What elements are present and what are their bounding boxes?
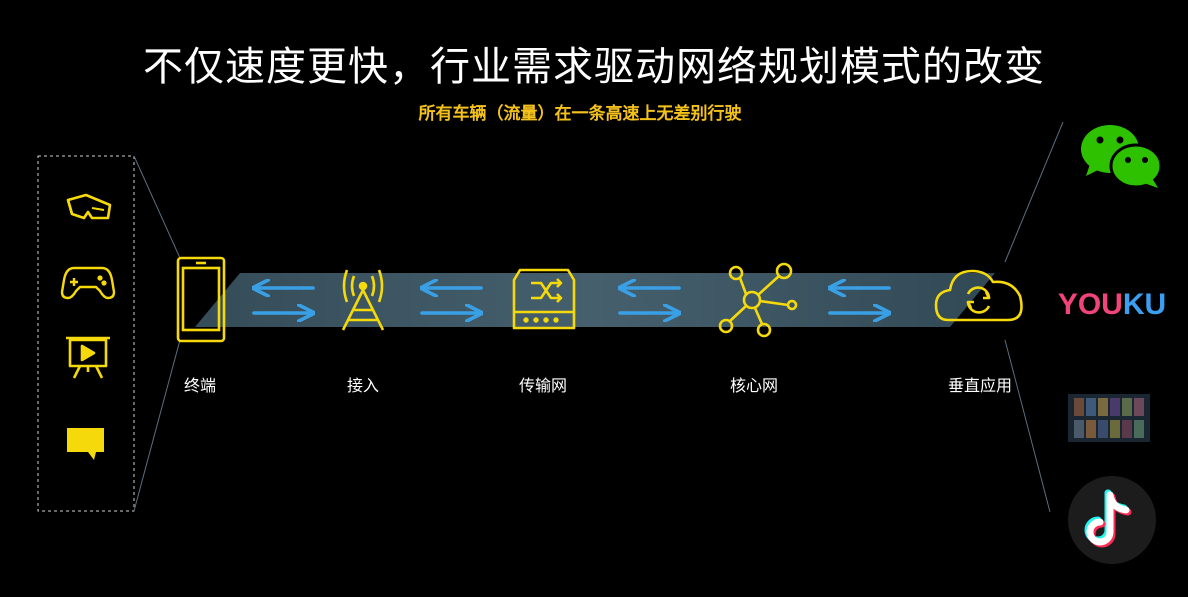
page-subtitle: 所有车辆（流量）在一条高速上无差别行驶 [418, 104, 742, 124]
stage-label-access: 接入 [346, 376, 379, 395]
presentation-icon [66, 336, 110, 379]
antenna-tower-icon [341, 269, 385, 331]
network-hub-icon [718, 262, 798, 338]
arrow-pair-2 [420, 288, 483, 313]
smartphone-icon [176, 256, 226, 343]
cloud-sync-icon [934, 269, 1023, 322]
gamepad-icon [60, 266, 116, 300]
youku-logo: YOUKU [1058, 288, 1166, 321]
arrow-pair-1 [252, 288, 315, 313]
terminal-connector-top [133, 155, 181, 259]
arrow-pair-3 [618, 288, 681, 313]
arrow-pair-4 [828, 288, 891, 313]
game-screenshot-thumbnail [1068, 394, 1150, 442]
terminal-devices-box [37, 155, 135, 512]
apps-connector-bottom [1004, 339, 1051, 513]
vr-glasses-icon [66, 193, 112, 220]
terminal-connector-bottom [133, 339, 181, 512]
apps-connector-top [1004, 121, 1064, 263]
stage-label-terminal: 终端 [183, 376, 216, 395]
wechat-icon [1081, 125, 1163, 189]
highway-band [195, 273, 995, 327]
stage-label-transport: 传输网 [518, 376, 567, 395]
page-title: 不仅速度更快，行业需求驱动网络规划模式的改变 [143, 44, 1045, 90]
stage-label-core: 核心网 [729, 376, 778, 395]
svg-text:YOUKU: YOUKU [1058, 288, 1166, 321]
stage-label-vertical-apps: 垂直应用 [947, 376, 1012, 395]
switch-router-icon [512, 268, 576, 330]
tiktok-icon [1068, 476, 1156, 564]
message-icon [67, 428, 104, 460]
